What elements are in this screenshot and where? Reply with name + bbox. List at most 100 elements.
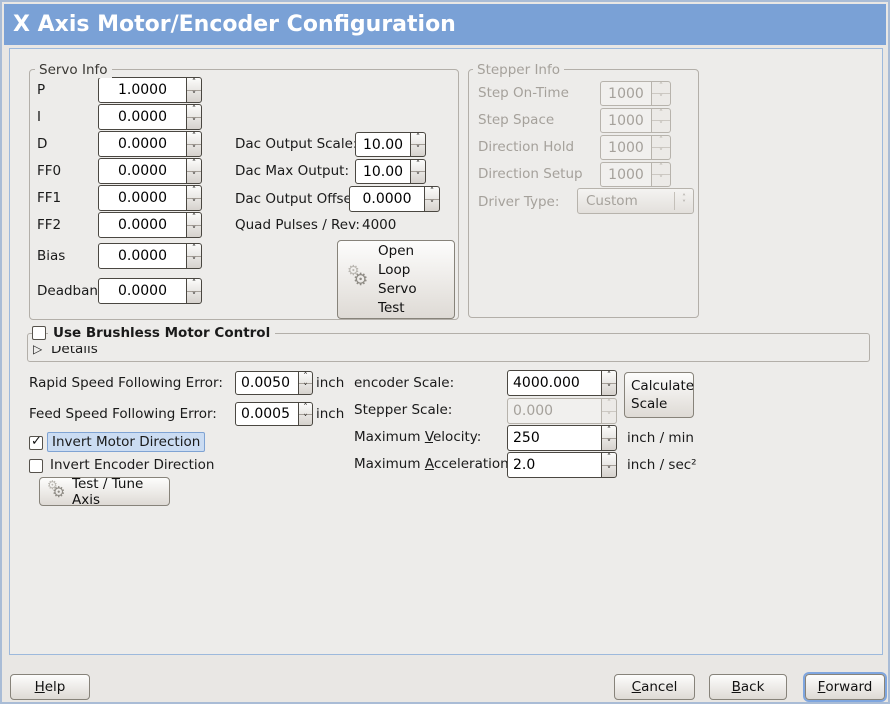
invert-motor-direction-label[interactable]: Invert Motor Direction — [47, 432, 206, 452]
spin-down-icon[interactable] — [425, 200, 439, 212]
spin-down-icon[interactable] — [187, 257, 201, 269]
spin-down-icon[interactable] — [187, 292, 201, 304]
spin-up-icon[interactable] — [187, 78, 201, 91]
maximum-acceleration-spin-arrows[interactable] — [601, 452, 617, 478]
spin-down-icon[interactable] — [299, 415, 312, 426]
ff1-spin-arrows[interactable] — [186, 185, 202, 211]
encoder-scale-spin-arrows[interactable] — [601, 370, 617, 396]
spin-up-icon[interactable] — [602, 371, 616, 384]
rapid-following-error-input[interactable]: 0.0050 — [235, 371, 299, 395]
spin-up-icon[interactable] — [187, 132, 201, 145]
open-loop-servo-test-button[interactable]: Open Loop Servo Test — [337, 240, 455, 319]
spin-down-icon[interactable] — [411, 145, 425, 156]
spin-down-icon[interactable] — [187, 118, 201, 130]
spin-down-icon[interactable] — [187, 145, 201, 157]
spin-up-icon[interactable] — [602, 426, 616, 439]
expander-triangle-icon[interactable] — [33, 342, 42, 356]
spin-up-icon — [602, 399, 616, 412]
ff2-input[interactable]: 0.0000 — [98, 212, 187, 238]
spin-up-icon[interactable] — [187, 244, 201, 257]
maximum-velocity-spin-arrows[interactable] — [601, 425, 617, 451]
maximum-velocity-input[interactable]: 250 — [507, 425, 602, 451]
spin-down-icon — [602, 412, 616, 424]
p-spin-arrows[interactable] — [186, 77, 202, 103]
spin-down-icon[interactable] — [602, 384, 616, 396]
feed-following-error-unit: inch — [316, 406, 345, 422]
stepper-scale-spinbox: 0.000 — [507, 398, 617, 424]
servo-info-frame-label: Servo Info — [35, 62, 112, 78]
ff2-spin-arrows[interactable] — [186, 212, 202, 238]
spin-down-icon[interactable] — [299, 384, 312, 395]
dac-output-offset-spin-arrows[interactable] — [424, 186, 440, 212]
dac-max-output-spin-arrows[interactable] — [410, 159, 426, 184]
driver-type-value: Custom — [586, 193, 638, 209]
spin-up-icon[interactable] — [602, 453, 616, 466]
bias-spin-arrows[interactable] — [186, 243, 202, 269]
dac-max-output-input[interactable]: 10.00 — [355, 159, 411, 184]
stepper-scale-label: Stepper Scale: — [354, 402, 453, 418]
spin-down-icon — [652, 175, 670, 186]
encoder-scale-input[interactable]: 4000.000 — [507, 370, 602, 396]
i-input[interactable]: 0.0000 — [98, 104, 187, 130]
spin-up-icon[interactable] — [187, 105, 201, 118]
deadband-label: Deadband — [37, 283, 107, 299]
stepper-scale-input: 0.000 — [507, 398, 602, 424]
step-on-time-label: Step On-Time — [478, 85, 569, 101]
deadband-input[interactable]: 0.0000 — [98, 278, 187, 304]
p-input[interactable]: 1.0000 — [98, 77, 187, 103]
spin-up-icon[interactable] — [299, 372, 312, 384]
direction-hold-spinbox: 1000 — [600, 135, 671, 160]
d-spin-arrows[interactable] — [186, 131, 202, 157]
ff0-spin-arrows[interactable] — [186, 158, 202, 184]
quad-pulses-value: 4000 — [362, 217, 397, 233]
direction-setup-input: 1000 — [600, 162, 652, 187]
quad-pulses-label: Quad Pulses / Rev: — [235, 217, 360, 233]
direction-hold-label: Direction Hold — [478, 139, 575, 155]
spin-up-icon[interactable] — [299, 403, 312, 415]
invert-encoder-direction-checkbox[interactable] — [29, 459, 43, 473]
spin-down-icon[interactable] — [187, 199, 201, 211]
ff1-input[interactable]: 0.0000 — [98, 185, 187, 211]
direction-setup-spin-arrows — [651, 162, 671, 187]
driver-type-label: Driver Type: — [478, 194, 560, 210]
calculate-scale-button[interactable]: Calculate Scale — [624, 372, 694, 418]
dac-output-offset-input[interactable]: 0.0000 — [349, 186, 425, 212]
spin-down-icon[interactable] — [602, 466, 616, 478]
i-spin-arrows[interactable] — [186, 104, 202, 130]
use-brushless-label[interactable]: Use Brushless Motor Control — [48, 320, 276, 346]
spin-down-icon[interactable] — [187, 91, 201, 103]
invert-encoder-direction-label[interactable]: Invert Encoder Direction — [50, 457, 215, 473]
spin-down-icon[interactable] — [187, 172, 201, 184]
spin-up-icon[interactable] — [425, 187, 439, 200]
dac-output-scale-spin-arrows[interactable] — [410, 132, 426, 157]
ff0-input[interactable]: 0.0000 — [98, 158, 187, 184]
direction-hold-spin-arrows — [651, 135, 671, 160]
use-brushless-checkbox[interactable] — [32, 326, 46, 340]
deadband-spin-arrows[interactable] — [186, 278, 202, 304]
spin-up-icon[interactable] — [411, 133, 425, 145]
spin-down-icon[interactable] — [411, 172, 425, 183]
dac-output-scale-input[interactable]: 10.00 — [355, 132, 411, 157]
bias-input[interactable]: 0.0000 — [98, 243, 187, 269]
feed-following-error-spin-arrows[interactable] — [298, 402, 313, 426]
feed-following-error-input[interactable]: 0.0005 — [235, 402, 299, 426]
maximum-acceleration-input[interactable]: 2.0 — [507, 452, 602, 478]
spin-down-icon — [652, 121, 670, 132]
rapid-following-error-label: Rapid Speed Following Error: — [29, 375, 223, 391]
spin-down-icon[interactable] — [187, 226, 201, 238]
brushless-frame — [27, 333, 870, 362]
rapid-following-error-spin-arrows[interactable] — [298, 371, 313, 395]
spin-up-icon[interactable] — [187, 159, 201, 172]
d-input[interactable]: 0.0000 — [98, 131, 187, 157]
spin-up-icon[interactable] — [411, 160, 425, 172]
spin-up-icon[interactable] — [187, 213, 201, 226]
invert-motor-direction-checkbox[interactable] — [29, 434, 43, 450]
spin-up-icon[interactable] — [187, 279, 201, 292]
test-tune-axis-button[interactable]: Test / Tune Axis — [39, 476, 170, 508]
spin-up-icon[interactable] — [187, 186, 201, 199]
spin-down-icon[interactable] — [602, 439, 616, 451]
